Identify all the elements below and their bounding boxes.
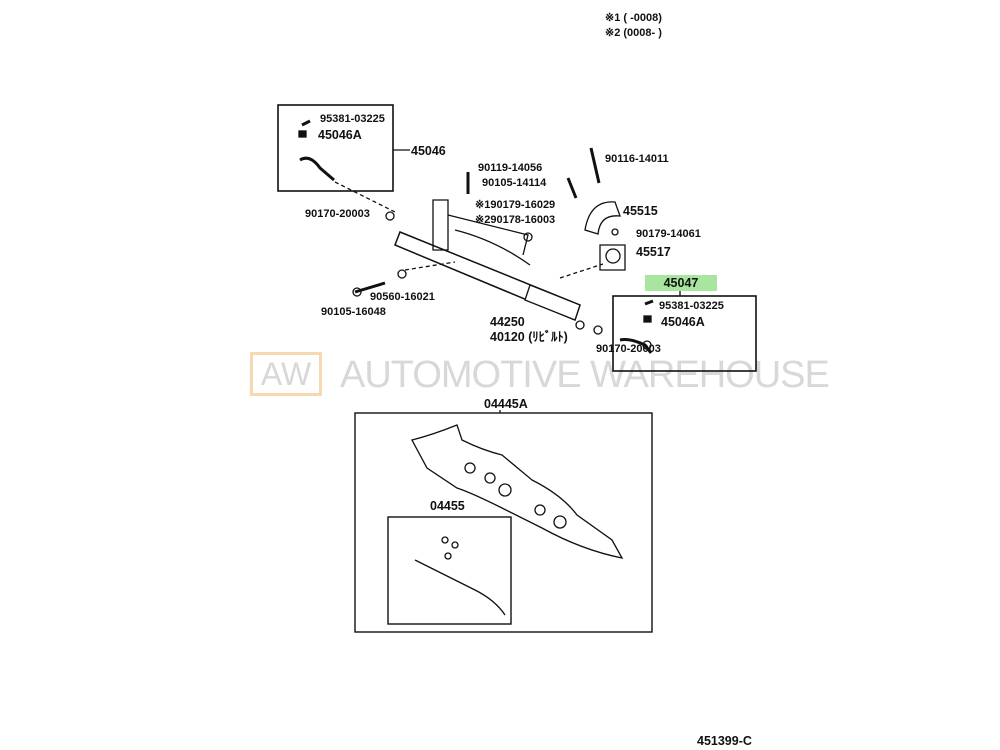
- seal: [553, 515, 567, 529]
- part-label[interactable]: 95381-03225: [659, 300, 724, 312]
- o-ring: [444, 552, 452, 560]
- part-label[interactable]: 90105-16048: [321, 306, 386, 318]
- part-label[interactable]: ※290178-16003: [475, 214, 556, 226]
- part-label[interactable]: 40120 (ﾘﾋﾞﾙﾄ): [490, 330, 568, 344]
- part-label[interactable]: 04455: [430, 499, 465, 513]
- part-label[interactable]: 90170-20003: [596, 343, 661, 355]
- dashed-leader: [404, 261, 456, 271]
- bolt: [354, 281, 386, 294]
- bracket: [584, 201, 621, 235]
- nut-right: [643, 315, 652, 323]
- watermark-text: AUTOMOTIVE WAREHOUSE: [340, 354, 830, 396]
- nut-left: [298, 130, 307, 138]
- part-label[interactable]: 44250: [490, 315, 525, 329]
- seal: [534, 504, 546, 516]
- part-label[interactable]: 90116-14011: [605, 153, 669, 165]
- o-ring: [451, 541, 459, 549]
- bolt: [566, 177, 578, 199]
- tie-rod-end-right: [619, 338, 653, 354]
- diagram-id: 451399-C: [697, 734, 752, 748]
- nut: [611, 228, 619, 236]
- kit-box-04455: [387, 516, 512, 625]
- rack-boot: [524, 284, 581, 321]
- pressure-tube: [447, 214, 529, 256]
- legend-note-2: ※2 (0008- ): [605, 27, 662, 39]
- legend-note-1: ※1 ( -0008): [605, 12, 662, 24]
- part-label[interactable]: 45046A: [661, 315, 705, 329]
- gear-housing: [432, 199, 449, 251]
- part-label[interactable]: 90170-20003: [305, 208, 370, 220]
- seal: [464, 462, 476, 474]
- o-ring: [441, 536, 449, 544]
- part-label[interactable]: 45517: [636, 245, 671, 259]
- clip-left: [301, 119, 311, 127]
- part-label[interactable]: 90560-16021: [370, 291, 435, 303]
- rack-end: [575, 320, 585, 330]
- part-label[interactable]: 90105-14114: [482, 177, 547, 189]
- ball-joint: [642, 340, 652, 350]
- bushing: [599, 244, 626, 271]
- watermark-logo: AW: [250, 352, 322, 396]
- nut: [593, 325, 603, 335]
- seal: [498, 483, 512, 497]
- part-label[interactable]: 45515: [623, 204, 658, 218]
- bolt: [589, 147, 601, 184]
- part-label[interactable]: ※190179-16029: [475, 199, 556, 211]
- part-label[interactable]: 45046: [411, 144, 446, 158]
- part-label[interactable]: 04445A: [484, 397, 528, 411]
- return-tube: [454, 229, 531, 266]
- seal: [484, 472, 496, 484]
- kit-rack-sketch: [411, 424, 624, 559]
- dashed-leader: [559, 263, 604, 279]
- part-label[interactable]: 90119-14056: [478, 162, 543, 174]
- bushing-hole: [605, 248, 621, 264]
- nut: [385, 211, 395, 221]
- tie-rod-end-left: [299, 156, 335, 182]
- part-label[interactable]: 45046A: [318, 128, 362, 142]
- clip-right: [644, 299, 654, 306]
- tie-rod-box-right: [612, 295, 757, 372]
- washer: [397, 269, 407, 279]
- bolt-head: [352, 287, 362, 297]
- kit-sub-sketch: [414, 559, 506, 616]
- tie-rod-box-left: [277, 104, 394, 192]
- part-label[interactable]: 90179-14061: [636, 228, 701, 240]
- kit-box-04445a: [354, 412, 653, 633]
- nut: [523, 232, 533, 242]
- part-label-highlighted[interactable]: 45047: [645, 275, 717, 291]
- part-label[interactable]: 95381-03225: [320, 113, 385, 125]
